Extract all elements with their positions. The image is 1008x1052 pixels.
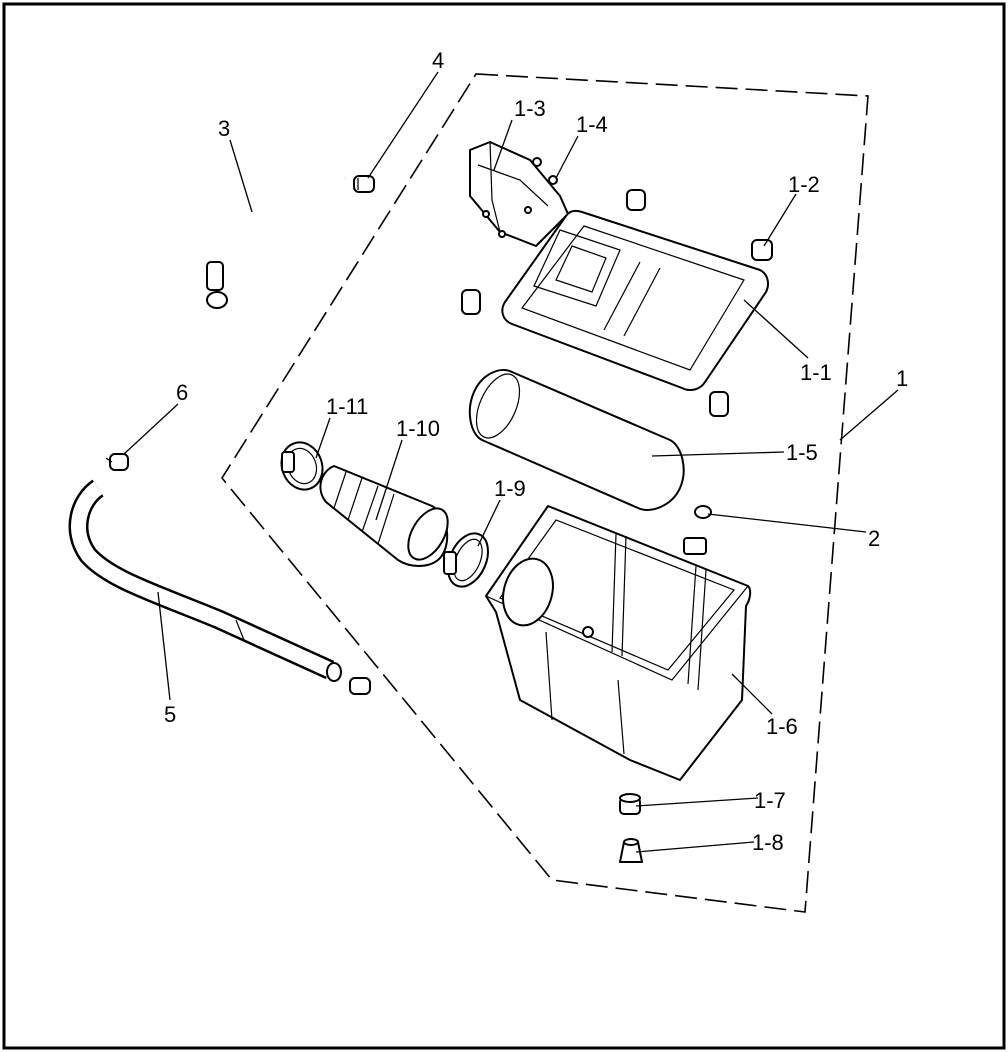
leader-1-7: [635, 797, 759, 807]
part-1-9-clamp: [443, 532, 490, 588]
label-part-1-4: 1-4: [576, 112, 608, 137]
part-1-4-screws: [532, 157, 558, 185]
label-part-1-8: 1-8: [752, 830, 784, 855]
label-part-6: 6: [176, 380, 188, 405]
leader-5: [157, 591, 171, 701]
label-part-1-1: 1-1: [800, 360, 832, 385]
label-part-1-6: 1-6: [766, 714, 798, 739]
part-5-hose: [68, 479, 342, 682]
label-part-5: 5: [164, 702, 176, 727]
part-1-10-bellows: [319, 465, 449, 567]
part-3-hose: [206, 153, 349, 309]
part-labels: 4 3 1-3 1-4 1-2 1-1 1 6 1-11 1-10 1-5 1-…: [164, 48, 908, 855]
leader-1-6: [731, 673, 773, 715]
part-2-screw: [694, 505, 712, 519]
leader-lines: [123, 71, 899, 853]
assembly-boundary: [221, 73, 869, 913]
label-part-1-7: 1-7: [754, 788, 786, 813]
part-1-5-filter: [468, 369, 685, 511]
leader-2: [707, 513, 867, 533]
label-part-1-2: 1-2: [788, 172, 820, 197]
part-6-clamp: [105, 453, 129, 471]
leader-6: [123, 403, 179, 455]
leader-1-4: [555, 135, 579, 179]
part-1-11-clamp: [280, 441, 324, 491]
part-1-8-plug: [619, 838, 643, 863]
label-part-1: 1: [896, 366, 908, 391]
part-1-7-cap: [619, 793, 641, 815]
leader-1-9: [477, 499, 501, 547]
lower-hose-end-clamp: [349, 677, 371, 695]
leader-1-1: [743, 299, 809, 359]
part-1-2-clips: [461, 189, 773, 417]
leader-1-5: [651, 451, 785, 457]
leader-1-2: [763, 193, 797, 247]
label-part-4: 4: [432, 48, 444, 73]
part-4-clamp: [353, 175, 375, 193]
label-part-1-3: 1-3: [514, 96, 546, 121]
part-1-6-housing: [485, 505, 752, 781]
leader-1-8: [635, 841, 755, 853]
leader-1-10: [375, 439, 403, 521]
label-part-2: 2: [868, 526, 880, 551]
label-part-1-11: 1-11: [326, 394, 368, 419]
label-part-3: 3: [218, 116, 230, 141]
leader-1: [839, 389, 899, 441]
leader-4: [367, 71, 439, 179]
leader-1-3: [493, 119, 513, 171]
part-1-1-cover: [501, 209, 769, 391]
label-part-1-9: 1-9: [494, 476, 526, 501]
leader-3: [229, 139, 253, 213]
part-1-3-intake-duct: [469, 141, 569, 247]
leader-1-11: [315, 417, 331, 459]
label-part-1-5: 1-5: [786, 440, 818, 465]
label-part-1-10: 1-10: [396, 416, 440, 441]
